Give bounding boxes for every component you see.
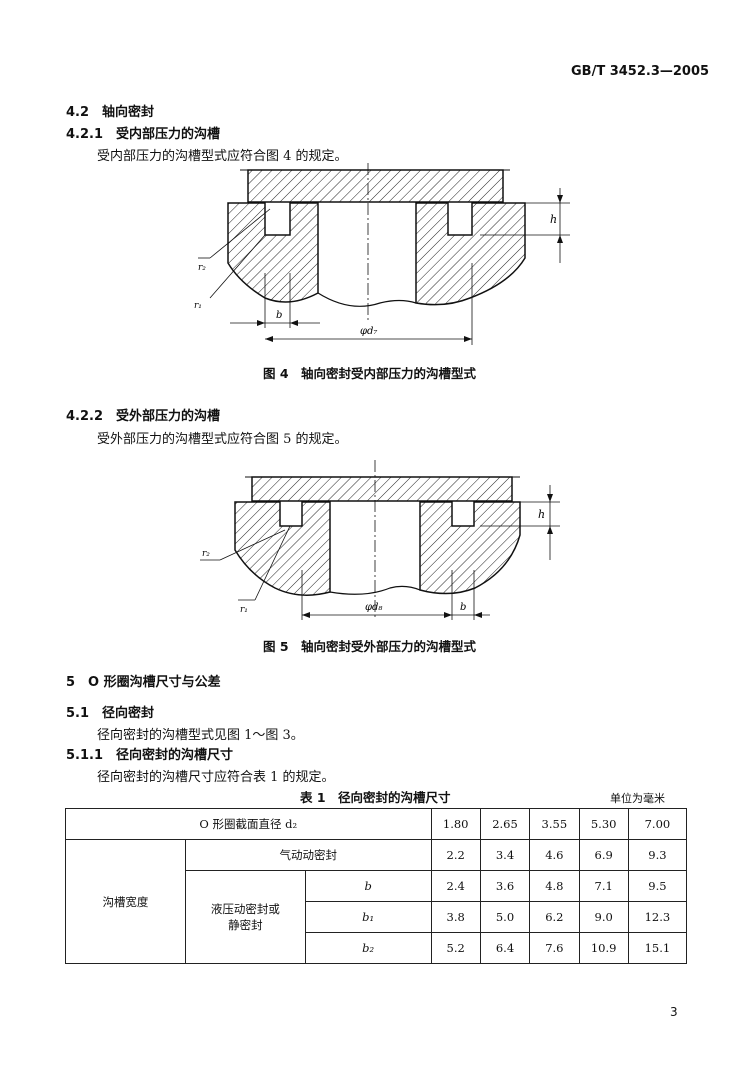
table-cell: 5.0 (479, 901, 531, 933)
body-left (227, 202, 319, 303)
pneumatic-label: 气动动密封 (184, 839, 432, 871)
b-label: b (304, 870, 432, 902)
body-right (415, 202, 526, 306)
table-cell: 12.3 (627, 901, 688, 933)
cover-plate (247, 169, 504, 203)
label-h: h (550, 213, 557, 226)
label-b: b (276, 310, 282, 321)
heading-5-1: 5.1 径向密封 (66, 706, 155, 721)
table-cell: 4.6 (529, 839, 580, 871)
table-cell: 9.0 (578, 901, 629, 933)
table-cell: 15.1 (627, 932, 688, 964)
group-label: 沟槽宽度 (65, 839, 186, 964)
table-cell: 6.4 (479, 932, 531, 964)
label-d7: φd₇ (360, 326, 377, 337)
label-r1: r₁ (240, 605, 248, 615)
table-cell: 2.65 (479, 808, 531, 840)
table-cell: 3.55 (529, 808, 580, 840)
table-row: 沟槽宽度 气动动密封 2.2 3.4 4.6 6.9 9.3 (65, 839, 688, 964)
heading-4-2-2: 4.2.2 受外部压力的沟槽 (66, 409, 221, 424)
table-row: b₂ 5.2 6.4 7.6 10.9 15.1 (66, 932, 688, 964)
b2-label: b₂ (304, 932, 432, 964)
paragraph-5-1: 径向密封的沟槽型式见图 1～图 3。 (97, 728, 304, 743)
table-row: 液压动密封或 静密封 b 2.4 3.6 4.8 7.1 9.5 (66, 870, 688, 964)
table-cell: 10.9 (578, 932, 629, 964)
cover-plate (251, 476, 513, 502)
heading-5: 5 O 形圈沟槽尺寸与公差 (66, 675, 221, 690)
table-cell: 6.2 (529, 901, 580, 933)
table-cell: 9.3 (627, 839, 688, 871)
label-d8: φd₈ (365, 602, 382, 613)
hydraulic-label-line-1: 液压动密封或 (210, 902, 280, 916)
table-cell: 7.6 (529, 932, 580, 964)
body-right (419, 501, 521, 595)
label-b: b (460, 602, 466, 613)
table-cell: 3.6 (479, 870, 531, 902)
table-cell: 5.30 (578, 808, 629, 840)
paragraph-4-2-1: 受内部压力的沟槽型式应符合图 4 的规定。 (97, 149, 348, 164)
label-r2: r₂ (198, 263, 206, 273)
table-1-title: 表 1 径向密封的沟槽尺寸 (300, 790, 451, 805)
table-row: b₁ 3.8 5.0 6.2 9.0 12.3 (66, 901, 688, 933)
table-1-unit: 单位为毫米 (610, 792, 665, 805)
standard-number: GB/T 3452.3—2005 (571, 64, 710, 79)
table-cell: 3.4 (479, 839, 531, 871)
figure-4-drawing: h r₂ r₁ b φd₇ (194, 163, 570, 345)
table-cell: 7.00 (627, 808, 688, 840)
paragraph-4-2-2: 受外部压力的沟槽型式应符合图 5 的规定。 (97, 432, 348, 447)
table-cell: 9.5 (627, 870, 688, 902)
figure-5-caption: 图 5 轴向密封受外部压力的沟槽型式 (263, 639, 477, 654)
label-r2: r₂ (202, 549, 210, 559)
heading-4-2: 4.2 轴向密封 (66, 105, 155, 120)
table-cell: 1.80 (430, 808, 481, 840)
paragraph-5-1-1: 径向密封的沟槽尺寸应符合表 1 的规定。 (97, 770, 335, 785)
hydraulic-label-line-2: 静密封 (228, 918, 263, 932)
table-cell: 6.9 (578, 839, 629, 871)
figure-5-drawing: h r₂ r₁ φd₈ b (200, 460, 560, 620)
heading-4-2-1: 4.2.1 受内部压力的沟槽 (66, 127, 221, 142)
table-cell: 2.2 (430, 839, 481, 871)
table-1: O 形圈截面直径 d₂ 1.80 2.65 3.55 5.30 7.00 沟槽宽… (65, 808, 688, 964)
table-cell: 7.1 (578, 870, 629, 902)
hydraulic-label: 液压动密封或 静密封 (184, 870, 306, 964)
table-cell: 4.8 (529, 870, 580, 902)
page-number: 3 (670, 1005, 678, 1019)
table-cell: 3.8 (430, 901, 481, 933)
table-row: O 形圈截面直径 d₂ 1.80 2.65 3.55 5.30 7.00 (65, 808, 688, 840)
table-cell: 5.2 (430, 932, 481, 964)
label-r1: r₁ (194, 301, 202, 311)
header-label: O 形圈截面直径 d₂ (65, 808, 432, 840)
body-left (234, 501, 331, 596)
heading-5-1-1: 5.1.1 径向密封的沟槽尺寸 (66, 748, 234, 763)
table-cell: 2.4 (430, 870, 481, 902)
figure-4-caption: 图 4 轴向密封受内部压力的沟槽型式 (263, 366, 477, 381)
b1-label: b₁ (304, 901, 432, 933)
label-h: h (538, 508, 545, 521)
